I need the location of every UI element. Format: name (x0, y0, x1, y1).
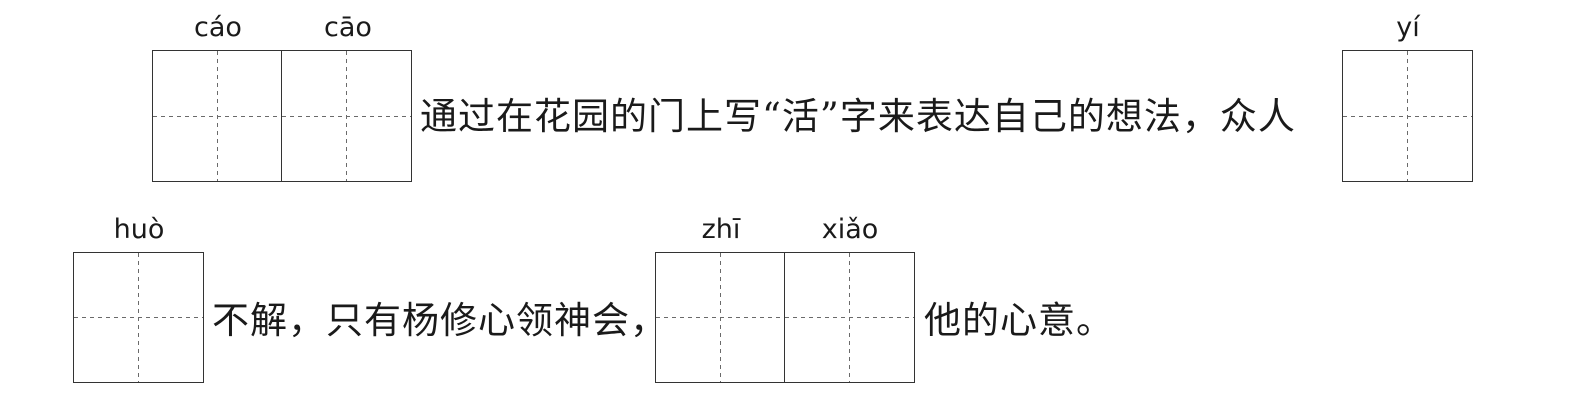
pinyin-huo: huò (113, 214, 165, 245)
sentence-line-1: 通过在花园的门上写“活”字来表达自己的想法，众人 (420, 95, 1296, 138)
tianzige-cell-xiao[interactable] (784, 252, 915, 383)
sentence-line-2-part-1: 不解，只有杨修心领神会， (212, 299, 668, 342)
pinyin-cao2: cāo (324, 12, 372, 43)
tianzige-cell-huo[interactable] (73, 252, 204, 383)
tianzige-cell-zhi[interactable] (655, 252, 786, 383)
sentence-line-2-part-2: 他的心意。 (924, 299, 1114, 342)
pinyin-zhi: zhī (701, 214, 741, 245)
tianzige-cell-yi[interactable] (1342, 50, 1473, 182)
pinyin-cao: cáo (194, 12, 242, 43)
pinyin-xiao: xiǎo (821, 214, 879, 245)
tianzige-cell-cao[interactable] (152, 50, 283, 182)
tianzige-cell-cao2[interactable] (281, 50, 412, 182)
pinyin-yi: yí (1396, 12, 1420, 43)
